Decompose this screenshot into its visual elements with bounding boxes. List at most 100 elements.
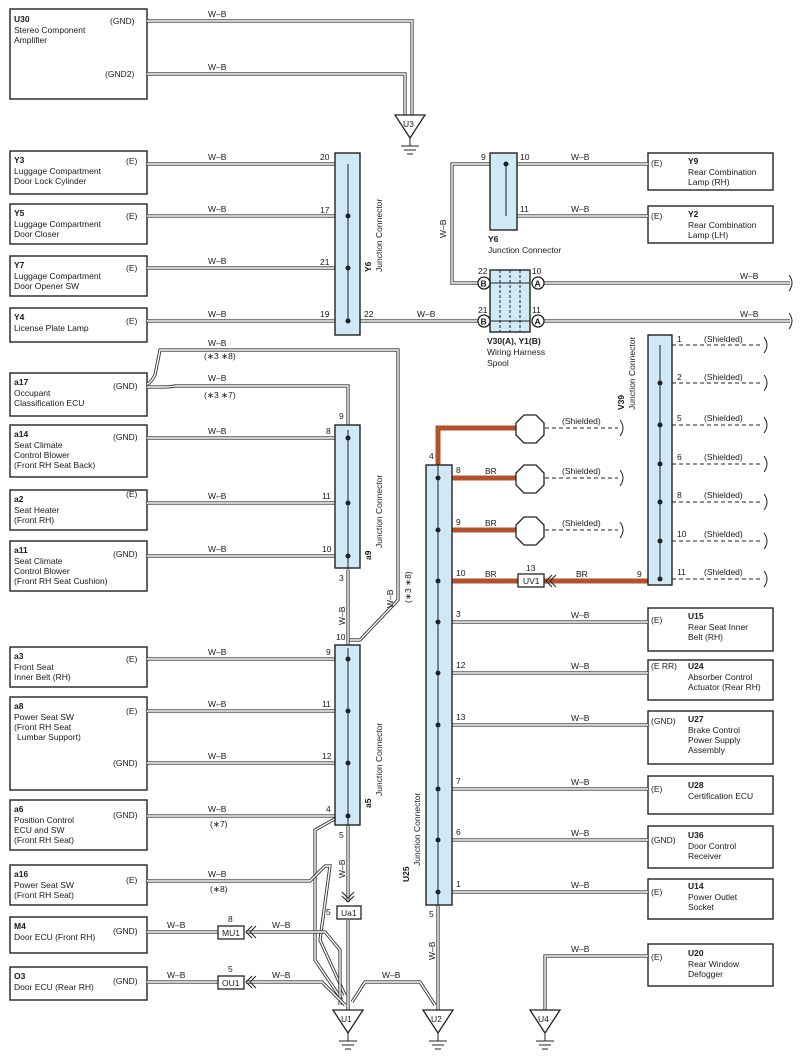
svg-text:U1: U1 [341,1014,352,1024]
svg-text:Defogger: Defogger [688,969,723,979]
component-a16[interactable]: a16 Power Seat SW (Front RH Seat) (E) [9,864,148,906]
component-u14[interactable]: (E) U14 Power Outlet Socket [647,878,774,920]
svg-text:W–B: W–B [208,491,227,501]
svg-text:(GND): (GND) [110,16,135,26]
svg-text:9: 9 [326,647,331,657]
svg-text:9: 9 [481,152,486,162]
shielded-lines [545,274,793,588]
component-y5[interactable]: Y5 Luggage Compartment Door Closer (E) [9,203,148,245]
component-y2[interactable]: (E) Y2 Rear Combination Lamp (LH) [647,205,774,244]
svg-text:(Front RH Seat Cushion): (Front RH Seat Cushion) [14,576,108,586]
component-a6[interactable]: a6 Position Control ECU and SW (Front RH… [9,799,148,851]
svg-text:BR: BR [485,466,497,476]
component-a8[interactable]: a8 Power Seat SW (Front RH Seat Lumbar S… [9,696,148,791]
svg-text:(GND): (GND) [113,432,138,442]
svg-text:UV1: UV1 [523,576,540,586]
svg-text:Junction Connector: Junction Connector [374,199,384,272]
svg-text:13: 13 [526,563,536,573]
svg-text:ECU and SW: ECU and SW [14,825,65,835]
svg-text:(GND): (GND) [113,549,138,559]
svg-text:3: 3 [456,609,461,619]
svg-text:(GND): (GND) [113,976,138,986]
component-u28[interactable]: (E) U28 Certification ECU [647,775,774,815]
svg-text:Lumbar Support): Lumbar Support) [17,732,81,742]
junction-y6-top[interactable]: 9 10 11 Y6 Junction Connector [481,152,561,255]
component-y4[interactable]: Y4 License Plate Lamp (E) [9,307,148,343]
inline-connector-mu1[interactable]: MU1 8 [217,914,257,940]
svg-text:Y6: Y6 [363,261,373,272]
svg-text:W–B: W–B [272,970,291,980]
svg-text:Door ECU (Front RH): Door ECU (Front RH) [14,932,95,942]
component-u15[interactable]: (E) U15 Rear Seat Inner Belt (RH) [647,607,774,652]
svg-text:Amplifier: Amplifier [14,35,47,45]
svg-text:(E): (E) [126,316,138,326]
svg-text:10: 10 [456,568,466,578]
svg-text:W–B: W–B [208,647,227,657]
svg-text:Seat Climate: Seat Climate [14,440,63,450]
svg-text:OU1: OU1 [222,978,240,988]
svg-text:19: 19 [320,309,330,319]
svg-text:17: 17 [320,205,330,215]
component-y7[interactable]: Y7 Luggage Compartment Door Opener SW (E… [9,255,148,297]
wiring-harness-spool[interactable]: B B A A 22 21 10 11 V30(A), Y1(B) Wiring… [477,266,545,368]
svg-text:12: 12 [322,751,332,761]
svg-text:9: 9 [456,517,461,527]
svg-text:2: 2 [677,372,682,382]
svg-text:7: 7 [456,776,461,786]
junction-v39[interactable]: 1 2 5 6 8 10 11 9 V39 Junction Connector [616,334,687,586]
component-u30[interactable]: U30 Stereo Component Amplifier (GND) (GN… [9,8,148,100]
svg-text:W–B: W–B [571,828,590,838]
component-u20[interactable]: (E) U20 Rear Window Defogger [647,943,774,987]
component-o3[interactable]: O3 Door ECU (Rear RH) (GND) [9,966,148,1001]
svg-text:(Shielded): (Shielded) [704,529,743,539]
component-y9[interactable]: (E) Y9 Rear Combination Lamp (RH) [647,152,774,191]
svg-text:Power Supply: Power Supply [688,735,741,745]
svg-text:(GND): (GND) [651,835,676,845]
svg-text:a11: a11 [14,545,28,555]
svg-text:Door Closer: Door Closer [14,229,60,239]
svg-text:(E RR): (E RR) [651,661,677,671]
svg-text:W–B: W–B [740,271,759,281]
component-a17[interactable]: a17 Occupant Classification ECU (GND) [9,372,148,417]
svg-text:W–B: W–B [208,204,227,214]
component-u24[interactable]: (E RR) U24 Absorber Control Actuator (Re… [647,659,774,701]
svg-text:Front Seat: Front Seat [14,662,54,672]
svg-text:W–B: W–B [208,373,227,383]
svg-text:W–B: W–B [571,713,590,723]
svg-text:Wiring Harness: Wiring Harness [487,347,545,357]
component-m4[interactable]: M4 Door ECU (Front RH) (GND) [9,916,148,954]
component-a3[interactable]: a3 Front Seat Inner Belt (RH) (E) [9,646,148,688]
svg-text:Inner Belt (RH): Inner Belt (RH) [14,672,71,682]
component-u27[interactable]: (GND) U27 Brake Control Power Supply Ass… [647,710,774,765]
svg-text:a17: a17 [14,377,28,387]
svg-text:12: 12 [456,660,466,670]
inline-connector-uv1[interactable]: UV1 13 [517,563,557,588]
component-a14[interactable]: a14 Seat Climate Control Blower (Front R… [9,424,148,478]
inline-connector-ua1[interactable]: Ua1 5 [326,891,362,920]
inline-connector-ou1[interactable]: OU1 5 [217,964,257,990]
junction-a9[interactable]: 9 8 11 10 3 a9 Junction Connector [322,411,384,583]
svg-text:a16: a16 [14,869,28,879]
svg-text:6: 6 [456,827,461,837]
svg-text:8: 8 [677,490,682,500]
svg-text:5: 5 [326,907,331,917]
svg-text:V39: V39 [616,395,626,410]
component-u36[interactable]: (GND) U36 Door Control Receiver [647,825,774,869]
svg-text:Luggage Compartment: Luggage Compartment [14,219,102,229]
component-y3[interactable]: Y3 Luggage Compartment Door Lock Cylinde… [9,150,148,195]
svg-text:a3: a3 [14,651,24,661]
svg-text:W–B: W–B [208,869,227,879]
svg-text:1: 1 [677,334,682,344]
junction-a5[interactable]: 10 9 11 12 4 5 a5 Junction Connector [322,632,384,840]
svg-text:U27: U27 [688,714,704,724]
component-a2[interactable]: a2 Seat Heater (Front RH) (E) [9,489,148,531]
svg-text:W–B: W–B [571,661,590,671]
svg-text:(E): (E) [651,887,663,897]
component-a11[interactable]: a11 Seat Climate Control Blower (Front R… [9,540,148,592]
svg-text:11: 11 [520,204,529,214]
svg-text:Control Blower: Control Blower [14,450,70,460]
svg-text:Luggage Compartment: Luggage Compartment [14,271,102,281]
svg-text:Door Opener SW: Door Opener SW [14,281,79,291]
junction-u25[interactable]: 4 8 9 10 3 12 13 7 6 1 5 U25 Junction Co… [401,451,466,919]
junction-y6-left[interactable]: 20 17 21 19 22 Y6 Junction Connector [320,152,384,336]
